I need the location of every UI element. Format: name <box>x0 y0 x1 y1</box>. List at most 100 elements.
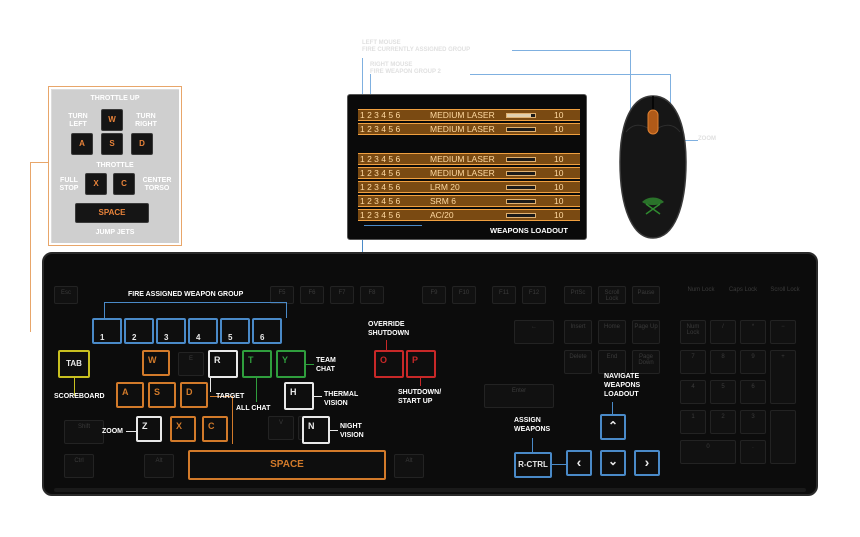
fire-group-label: FIRE ASSIGNED WEAPON GROUP <box>128 290 243 299</box>
weapon-name: MEDIUM LASER <box>430 154 495 165</box>
team-chat-connector <box>306 364 314 365</box>
group-numbers: 1 2 3 4 5 6 <box>360 110 400 121</box>
night-connector <box>330 430 338 431</box>
key-2[interactable]: 2 <box>124 318 154 344</box>
center-torso-label: CENTER TORSO <box>139 177 175 193</box>
key-alt-right[interactable]: Alt <box>394 454 424 478</box>
weapon-cooldown-bar <box>506 185 536 190</box>
key-delete[interactable]: Delete <box>564 350 592 374</box>
key-rctrl[interactable]: R-CTRL <box>514 452 552 478</box>
key-c[interactable]: C <box>202 416 228 442</box>
key-numpad-0[interactable]: 0 <box>680 440 736 464</box>
key-arrow-down[interactable]: ⌄ <box>600 450 626 476</box>
num-lock-led: Num Lock <box>684 284 718 298</box>
loadout-row: 1 2 3 4 5 6 MEDIUM LASER 10 <box>358 153 580 165</box>
key-shift[interactable]: Shift <box>64 420 104 444</box>
key-ctrl[interactable]: Ctrl <box>64 454 94 478</box>
key-f11[interactable]: F11 <box>492 286 516 304</box>
rctrl-arrow-connector <box>552 464 566 465</box>
key-f8[interactable]: F8 <box>360 286 384 304</box>
key-y[interactable]: Y <box>276 350 306 378</box>
key-arrow-up[interactable]: ⌃ <box>600 414 626 440</box>
key-numpad-8[interactable]: 8 <box>710 350 736 374</box>
key-f12[interactable]: F12 <box>522 286 546 304</box>
key-4[interactable]: 4 <box>188 318 218 344</box>
key-w[interactable]: W <box>142 350 170 376</box>
key-backspace[interactable]: ← <box>514 320 554 344</box>
key-f6[interactable]: F6 <box>300 286 324 304</box>
key-page-down[interactable]: Page Down <box>632 350 660 374</box>
key-numpad-4[interactable]: 4 <box>680 380 706 404</box>
key-prtsc[interactable]: PrtSc <box>564 286 592 304</box>
key-numpad-1[interactable]: 1 <box>680 410 706 434</box>
key-numpad-2[interactable]: 2 <box>710 410 736 434</box>
key-enter[interactable]: Enter <box>484 384 554 408</box>
key-numpad-6[interactable]: 6 <box>740 380 766 404</box>
weapon-name: MEDIUM LASER <box>430 124 495 135</box>
key-d[interactable]: D <box>180 382 208 408</box>
key-f9[interactable]: F9 <box>422 286 446 304</box>
key-numpad-minus[interactable]: − <box>770 320 796 344</box>
weapon-cooldown-bar <box>506 127 536 132</box>
key-h[interactable]: H <box>284 382 314 410</box>
group-numbers: 1 2 3 4 5 6 <box>360 182 400 193</box>
key-f7[interactable]: F7 <box>330 286 354 304</box>
legend-key-s: S <box>101 133 123 155</box>
key-scroll-lock[interactable]: Scroll Lock <box>598 286 626 304</box>
weapons-loadout-panel: 1 2 3 4 5 6 MEDIUM LASER 10 1 2 3 4 5 6 … <box>347 94 587 240</box>
key-a[interactable]: A <box>116 382 144 408</box>
key-end[interactable]: End <box>598 350 626 374</box>
key-numpad-divide[interactable]: / <box>710 320 736 344</box>
target-connector <box>210 378 211 392</box>
all-chat-connector <box>256 378 257 402</box>
key-numpad-enter[interactable] <box>770 410 796 464</box>
key-t[interactable]: T <box>242 350 272 378</box>
key-p[interactable]: P <box>406 350 436 378</box>
wasd-connector-v <box>232 396 233 444</box>
key-numpad-3[interactable]: 3 <box>740 410 766 434</box>
shutdown-connector <box>420 378 421 386</box>
key-tab[interactable]: TAB <box>58 350 90 378</box>
key-pause[interactable]: Pause <box>632 286 660 304</box>
key-1[interactable]: 1 <box>92 318 122 344</box>
thermal-vision-label: THERMAL VISION <box>324 390 358 408</box>
key-home[interactable]: Home <box>598 320 626 344</box>
key-numpad-multiply[interactable]: * <box>740 320 766 344</box>
turn-left-label: TURN LEFT <box>61 113 95 129</box>
key-r[interactable]: R <box>208 350 238 378</box>
key-n[interactable]: N <box>302 416 330 444</box>
key-insert[interactable]: Insert <box>564 320 592 344</box>
legend-connector-v <box>30 162 31 332</box>
key-numpad-numlock[interactable]: Num Lock <box>680 320 706 344</box>
legend-key-a: A <box>71 133 93 155</box>
key-s[interactable]: S <box>148 382 176 408</box>
group-numbers: 1 2 3 4 5 6 <box>360 154 400 165</box>
weapon-name: LRM 20 <box>430 182 460 193</box>
key-space[interactable]: SPACE <box>188 450 386 480</box>
key-numpad-7[interactable]: 7 <box>680 350 706 374</box>
key-3[interactable]: 3 <box>156 318 186 344</box>
group-numbers: 1 2 3 4 5 6 <box>360 168 400 179</box>
right-mouse-line-h <box>470 74 670 75</box>
weapon-ammo: 10 <box>554 124 563 135</box>
key-5[interactable]: 5 <box>220 318 250 344</box>
key-numpad-5[interactable]: 5 <box>710 380 736 404</box>
key-o[interactable]: O <box>374 350 404 378</box>
key-arrow-right[interactable]: › <box>634 450 660 476</box>
key-e[interactable]: E <box>178 352 204 376</box>
zoom-connector <box>126 431 136 432</box>
key-f10[interactable]: F10 <box>452 286 476 304</box>
key-alt[interactable]: Alt <box>144 454 174 478</box>
turn-right-label: TURN RIGHT <box>129 113 163 129</box>
key-numpad-9[interactable]: 9 <box>740 350 766 374</box>
key-page-up[interactable]: Page Up <box>632 320 660 344</box>
key-6[interactable]: 6 <box>252 318 282 344</box>
key-z[interactable]: Z <box>136 416 162 442</box>
key-v[interactable]: V <box>268 416 294 440</box>
key-esc[interactable]: Esc <box>54 286 78 304</box>
key-numpad-dot[interactable]: . <box>740 440 766 464</box>
key-x[interactable]: X <box>170 416 196 442</box>
thermal-connector <box>314 396 322 397</box>
key-numpad-plus[interactable]: + <box>770 350 796 404</box>
key-arrow-left[interactable]: ‹ <box>566 450 592 476</box>
